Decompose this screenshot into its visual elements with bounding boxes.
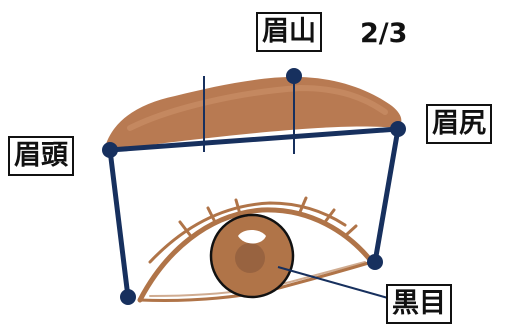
brow-tail-point: [390, 121, 406, 137]
pupil: [235, 243, 265, 273]
brow-peak-point: [286, 68, 302, 84]
brow-head-point: [102, 142, 118, 158]
iris: [211, 215, 293, 297]
brow-tail-vertical-line: [375, 129, 398, 262]
ratio-label: 2/3: [360, 16, 407, 52]
brow-tail-label: 眉尻: [426, 104, 492, 144]
brow-head-label: 眉頭: [8, 136, 74, 176]
eye-corner-outer-point: [367, 254, 383, 270]
eye-corner-inner-point: [120, 289, 136, 305]
brow-peak-label: 眉山: [256, 12, 322, 52]
iris-label: 黒目: [386, 284, 452, 324]
brow-head-vertical-line: [110, 150, 128, 297]
